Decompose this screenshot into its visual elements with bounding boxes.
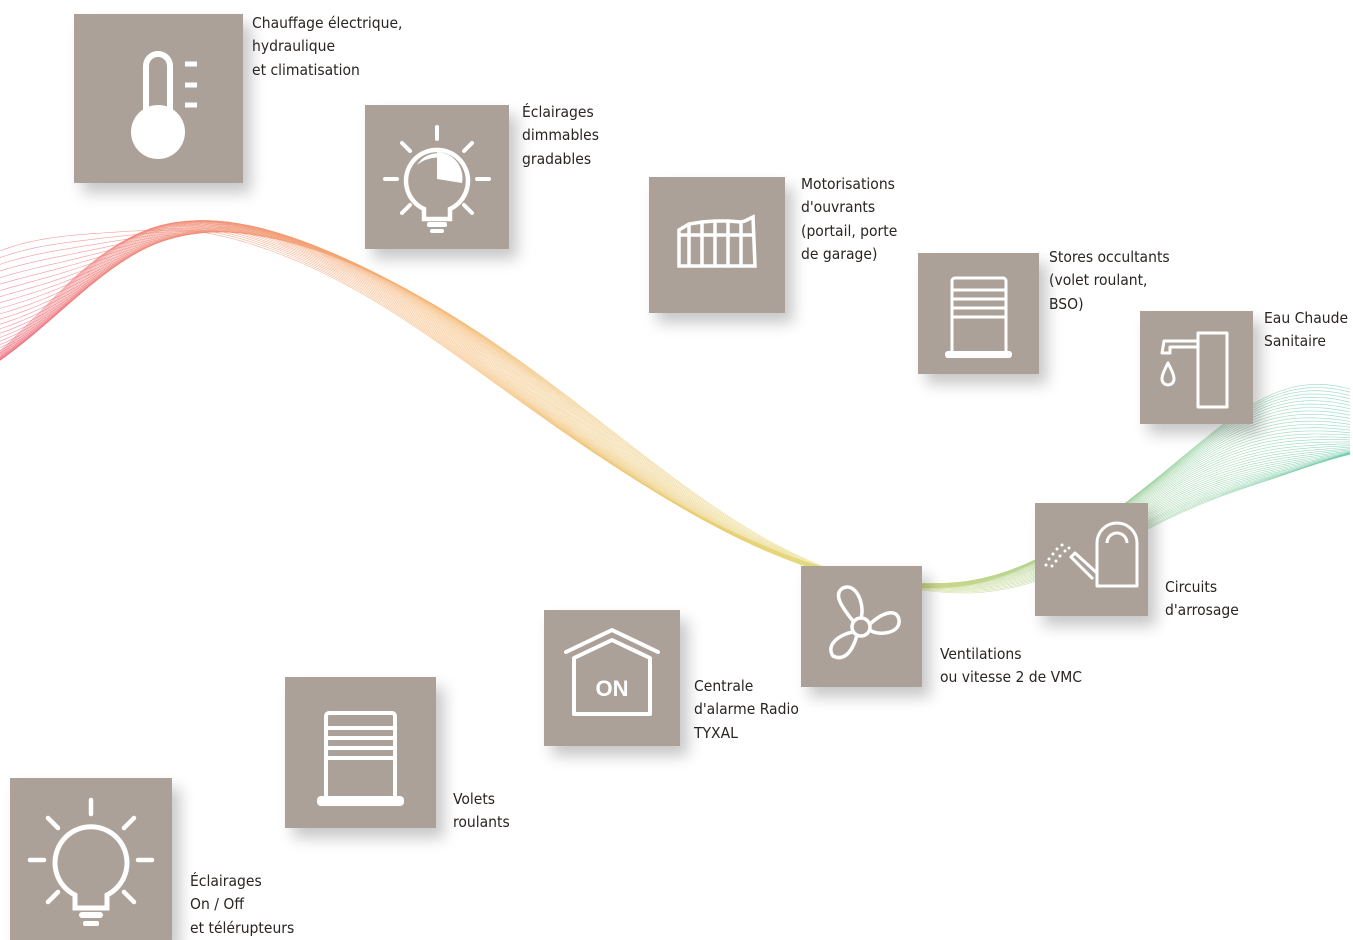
- alarm-on-badge: ON: [596, 676, 629, 701]
- label-hot-water: Eau Chaude Sanitaire: [1264, 309, 1349, 351]
- tile-watering: [1035, 503, 1148, 616]
- thermometer-icon: [131, 51, 197, 159]
- label-ventilation: Ventilations ou vitesse 2 de VMC: [940, 645, 1082, 687]
- tile-alarm: ON: [544, 610, 680, 746]
- tile-shutters: [285, 677, 436, 828]
- tile-ventilation: [801, 566, 922, 687]
- shutter-icon: [317, 711, 404, 806]
- watering-can-icon: [1044, 521, 1139, 588]
- label-heating: Chauffage électrique, hydraulique et cli…: [252, 14, 403, 79]
- label-blinds: Stores occultants (volet roulant, BSO): [1049, 248, 1170, 313]
- label-watering: Circuits d'arrosage: [1165, 578, 1239, 620]
- faucet-icon: [1160, 331, 1229, 409]
- gate-icon: [677, 214, 757, 268]
- tile-openings: [649, 177, 785, 313]
- bulb-icon: [27, 797, 155, 926]
- label-alarm: Centrale d'alarme Radio TYXAL: [694, 677, 799, 742]
- label-onoff-lighting: Éclairages On / Off et télérupteurs: [190, 872, 295, 937]
- label-openings: Motorisations d'ouvrants (portail, porte…: [801, 175, 898, 263]
- dimmable-bulb-icon: [383, 125, 491, 233]
- blind-icon: [945, 276, 1012, 358]
- label-shutters: Volets roulants: [453, 790, 510, 832]
- tile-hot-water: [1140, 311, 1253, 424]
- fan-icon: [829, 585, 901, 660]
- label-dimmable-lighting: Éclairages dimmables gradables: [522, 103, 600, 168]
- tile-dimmable-lighting: [365, 105, 509, 249]
- tile-heating: [74, 14, 243, 183]
- tile-blinds: [918, 253, 1039, 374]
- alarm-house-icon: ON: [564, 628, 660, 716]
- tile-onoff-lighting: [10, 778, 172, 940]
